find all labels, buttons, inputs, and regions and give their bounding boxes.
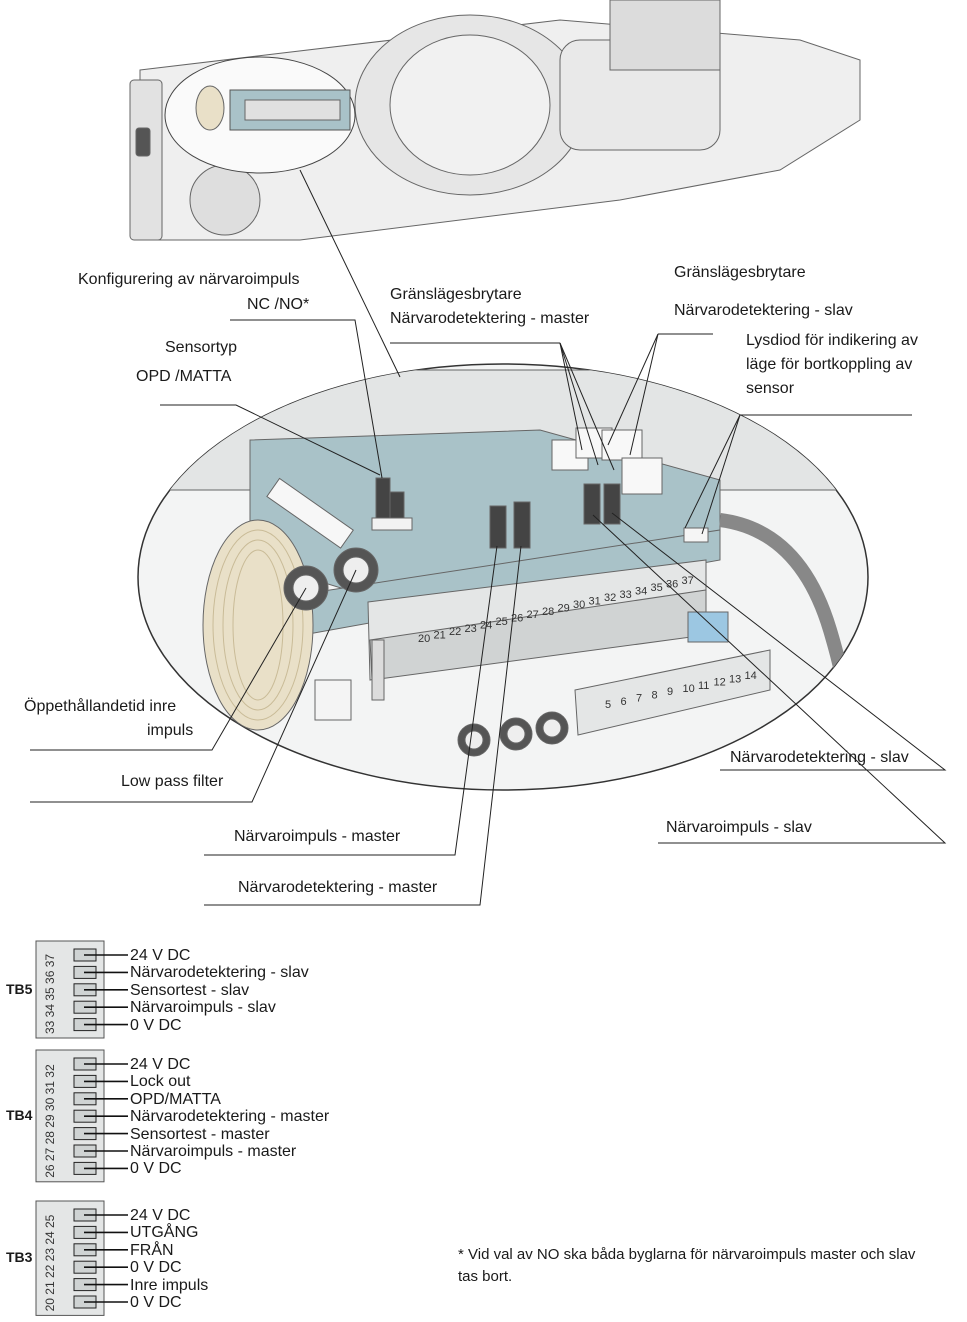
terminal-row-label: FRÅN xyxy=(130,1241,174,1259)
board-number: 37 xyxy=(682,575,694,587)
board-number: 30 xyxy=(573,599,585,611)
board-number-right: 13 xyxy=(729,673,741,685)
board-number-right: 14 xyxy=(745,670,757,682)
terminal-row-label: Närvaroimpuls - master xyxy=(130,1143,297,1160)
callout-lysdiod-1: Lysdiod för indikering av xyxy=(746,332,918,349)
callout-granslage-master-1: Gränslägesbrytare xyxy=(390,286,522,303)
callout-lysdiod-3: sensor xyxy=(746,380,795,397)
board-number-right: 10 xyxy=(683,683,695,695)
terminal-row-label: Inre impuls xyxy=(130,1276,209,1294)
board-number-right: 9 xyxy=(667,686,673,698)
terminal-row-label: 0 V DC xyxy=(130,1294,182,1311)
callout-lowpass: Low pass filter xyxy=(121,773,224,790)
callout-konfig-1: Konfigurering av närvaroimpuls xyxy=(78,271,300,288)
board-number: 22 xyxy=(449,626,461,638)
terminal-row-label: Närvarodetektering - master xyxy=(130,1108,330,1126)
callout-oppet-2: impuls xyxy=(147,722,194,739)
callout-konfig-2: NC /NO* xyxy=(247,296,310,313)
board-number-right: 5 xyxy=(605,699,611,711)
terminal-row-label: 24 V DC xyxy=(130,1056,191,1073)
terminal-row-label: Sensortest - master xyxy=(130,1125,270,1143)
board-number: 34 xyxy=(635,585,647,597)
board-number: 32 xyxy=(604,592,616,604)
callout-granslage-slav-2: Närvarodetektering - slav xyxy=(674,302,853,319)
board-number: 28 xyxy=(542,606,554,618)
board-number: 31 xyxy=(589,596,601,608)
terminal-row-label: Närvaroimpuls - slav xyxy=(130,999,276,1017)
terminal-row-label: 0 V DC xyxy=(130,1160,182,1178)
terminal-row-label: 0 V DC xyxy=(130,1016,182,1034)
terminal-row-label: 0 V DC xyxy=(130,1259,182,1277)
board-number: 25 xyxy=(496,616,508,628)
board-number-right: 8 xyxy=(652,689,658,701)
leader-lines xyxy=(30,169,947,906)
terminal-block-name: TB4 xyxy=(6,1106,33,1123)
board-number: 21 xyxy=(434,630,446,642)
terminal-row-label: Lock out xyxy=(130,1073,191,1091)
callout-sensortyp-1: Sensortyp xyxy=(165,339,238,356)
terminal-pin-numbers: 20 21 22 23 24 25 xyxy=(43,1214,57,1311)
terminal-pin-numbers: 33 34 35 36 37 xyxy=(43,954,57,1034)
callout-narvaro-imp-slav: Närvaroimpuls - slav xyxy=(666,819,812,836)
board-number-right: 7 xyxy=(636,693,642,705)
board-number: 20 xyxy=(418,633,430,645)
board-number-right: 11 xyxy=(698,680,709,692)
board-number: 33 xyxy=(620,589,632,601)
callout-sensortyp-2: OPD /MATTA xyxy=(136,368,232,385)
board-number: 29 xyxy=(558,602,570,614)
terminal-row-label: 24 V DC xyxy=(130,947,191,964)
callout-granslage-master-2: Närvarodetektering - master xyxy=(390,310,590,327)
terminal-block-drawings: 33 34 35 36 37 26 27 28 29 30 31 32 20 21 … xyxy=(35,940,128,1316)
operator-overview xyxy=(129,0,861,241)
callout-narvaro-imp-master: Närvaroimpuls - master xyxy=(234,828,401,845)
terminal-row-label: Sensortest - slav xyxy=(130,981,250,999)
terminal-row-label: 24 V DC xyxy=(130,1207,191,1224)
board-number: 26 xyxy=(511,613,523,625)
callout-narvaro-det-slav: Närvarodetektering - slav xyxy=(730,749,909,766)
callout-oppet-1: Öppethållandetid inre xyxy=(24,698,177,715)
callout-granslage-slav-1: Gränslägesbrytare xyxy=(674,264,806,281)
footnote: * Vid val av NO ska båda byglarna för nä… xyxy=(458,1246,916,1285)
board-number: 35 xyxy=(651,582,663,594)
callout-narvaro-det-master: Närvarodetektering - master xyxy=(238,879,438,896)
callout-lysdiod-2: läge för bortkoppling av xyxy=(746,356,913,373)
board-number: 23 xyxy=(465,623,477,635)
terminal-block-name: TB3 xyxy=(6,1249,33,1266)
terminal-pin-numbers: 26 27 28 29 30 31 32 xyxy=(43,1064,57,1178)
terminal-row-label: UTGÅNG xyxy=(130,1224,199,1242)
board-number: 27 xyxy=(527,609,539,621)
terminal-block-name: TB5 xyxy=(6,980,33,997)
terminal-row-label: OPD/MATTA xyxy=(130,1090,221,1108)
terminal-row-label: Närvarodetektering - slav xyxy=(130,964,309,982)
board-number-right: 12 xyxy=(714,677,726,689)
board-number: 36 xyxy=(666,579,678,591)
board-number-right: 6 xyxy=(621,696,627,708)
